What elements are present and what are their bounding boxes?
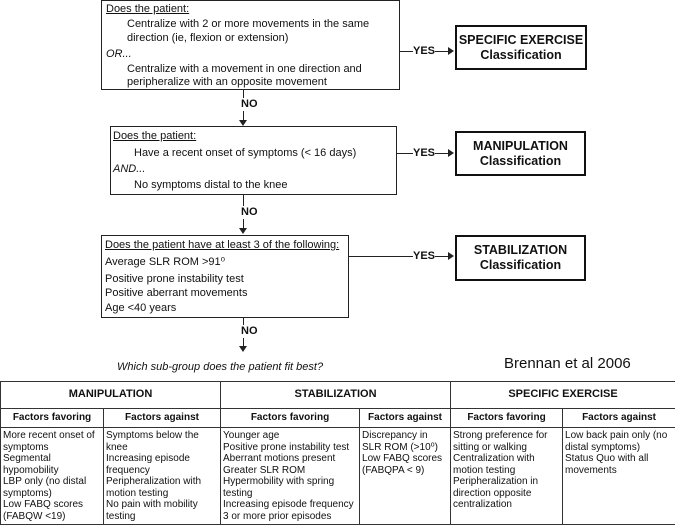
factor-item: Hypermobility with spring testing	[223, 476, 335, 499]
yes-arrow-3	[448, 252, 454, 260]
factor-item: No pain with mobility testing	[106, 499, 198, 522]
box2-connector: AND...	[113, 163, 146, 175]
box2-heading: Does the patient:	[113, 130, 197, 142]
box1-line3: Centralize with a movement in one direct…	[127, 63, 362, 75]
group-header-specific-exercise: SPECIFIC EXERCISE	[450, 381, 675, 409]
result-manipulation: MANIPULATION Classification	[455, 131, 586, 176]
subheader-favoring: Factors favoring	[450, 408, 564, 428]
factor-item: Positive prone instability test	[223, 441, 350, 453]
yes-label-2: YES	[413, 147, 436, 160]
no-label-2: NO	[241, 206, 258, 219]
factor-item: Centralization with motion testing	[453, 453, 535, 476]
no-arrow-2	[239, 228, 247, 234]
result-subtitle: Classification	[479, 258, 562, 272]
box3-item: Positive aberrant movements	[105, 287, 248, 299]
manipulation-favoring-cell: More recent onset of symptoms Segmental …	[0, 427, 104, 525]
group-header-manipulation: MANIPULATION	[0, 381, 222, 409]
no-arrow-1	[239, 120, 247, 126]
factor-item: LBP only (no distal symptoms)	[3, 476, 87, 499]
no-arrow-3	[239, 346, 247, 352]
factor-item: Peripheralization in direction opposite …	[453, 476, 539, 510]
group-header-stabilization: STABILIZATION	[220, 381, 452, 409]
factor-item: Symptoms below the knee	[106, 430, 199, 453]
box1-line4: peripheralize with an opposite movement	[127, 76, 327, 88]
stabilization-favoring-cell: Younger age Positive prone instability t…	[220, 427, 361, 525]
classification-table: MANIPULATION STABILIZATION SPECIFIC EXER…	[0, 381, 675, 525]
factor-item: Increasing episode frequency	[223, 499, 354, 510]
question-box-3	[101, 235, 349, 318]
factor-item: Low FABQ scores (FABQW <19)	[3, 499, 84, 522]
factor-item: More recent onset of symptoms	[3, 430, 95, 453]
factor-item: Segmental hypomobility	[3, 453, 59, 476]
result-title: SPECIFIC EXERCISE	[458, 32, 584, 47]
specific-exercise-against-cell: Low back pain only (no distal symptoms) …	[562, 427, 675, 525]
citation: Brennan et al 2006	[504, 355, 631, 372]
subheader-favoring: Factors favoring	[0, 408, 104, 428]
box1-connector: OR...	[106, 48, 132, 60]
box3-item: Age <40 years	[105, 302, 177, 314]
factor-item: Status Quo with all movements	[565, 453, 649, 476]
yes-arrow-1	[448, 47, 454, 55]
factor-item: Increasing episode frequency	[106, 453, 190, 476]
yes-arrow-2	[448, 149, 454, 157]
factor-item: Aberrant motions present	[223, 453, 336, 464]
result-subtitle: Classification	[479, 153, 562, 168]
subheader-favoring: Factors favoring	[220, 408, 361, 428]
question-box-2	[110, 126, 397, 195]
yes-label-3: YES	[413, 250, 436, 263]
subheader-against: Factors against	[359, 408, 452, 428]
yes-connector-3	[349, 256, 448, 257]
result-specific-exercise: SPECIFIC EXERCISE Classification	[455, 25, 587, 70]
factor-item: Greater SLR ROM	[223, 464, 306, 476]
box2-line2: No symptoms distal to the knee	[134, 179, 288, 191]
box2-line1: Have a recent onset of symptoms (< 16 da…	[134, 147, 357, 159]
factor-item: Strong preference for sitting or walking	[453, 430, 548, 453]
manipulation-against-cell: Symptoms below the knee Increasing episo…	[102, 427, 222, 525]
result-title: STABILIZATION	[473, 243, 568, 257]
factor-item: Low back pain only (no distal symptoms)	[565, 430, 668, 453]
box1-line2: direction (ie, flexion or extension)	[127, 32, 289, 44]
box3-heading: Does the patient have at least 3 of the …	[105, 239, 340, 251]
box3-item: Positive prone instability test	[105, 273, 244, 285]
subheader-against: Factors against	[102, 408, 222, 428]
yes-label-1: YES	[413, 45, 436, 58]
specific-exercise-favoring-cell: Strong preference for sitting or walking…	[450, 427, 564, 525]
box1-heading: Does the patient:	[106, 3, 190, 15]
result-stabilization: STABILIZATION Classification	[455, 235, 586, 281]
result-subtitle: Classification	[480, 47, 562, 62]
factor-item: 3 or more prior episodes	[223, 510, 332, 522]
factor-item: Discrepancy in SLR ROM (>10⁰)	[362, 430, 438, 453]
box1-line1: Centralize with 2 or more movements in t…	[127, 18, 370, 30]
factor-item: Peripheralization with motion testing	[106, 476, 202, 499]
stabilization-against-cell: Discrepancy in SLR ROM (>10⁰) Low FABQ s…	[359, 427, 452, 525]
question-text: Which sub-group does the patient fit bes…	[117, 361, 324, 373]
factor-item: Low FABQ scores (FABQPA < 9)	[362, 453, 443, 476]
subheader-against: Factors against	[562, 408, 675, 428]
result-title: MANIPULATION	[473, 138, 568, 153]
no-label-3: NO	[241, 325, 258, 338]
factor-item: Younger age	[223, 430, 280, 441]
box3-item: Average SLR ROM >91⁰	[105, 256, 226, 268]
no-label-1: NO	[241, 98, 258, 111]
question-box-1	[101, 0, 400, 90]
